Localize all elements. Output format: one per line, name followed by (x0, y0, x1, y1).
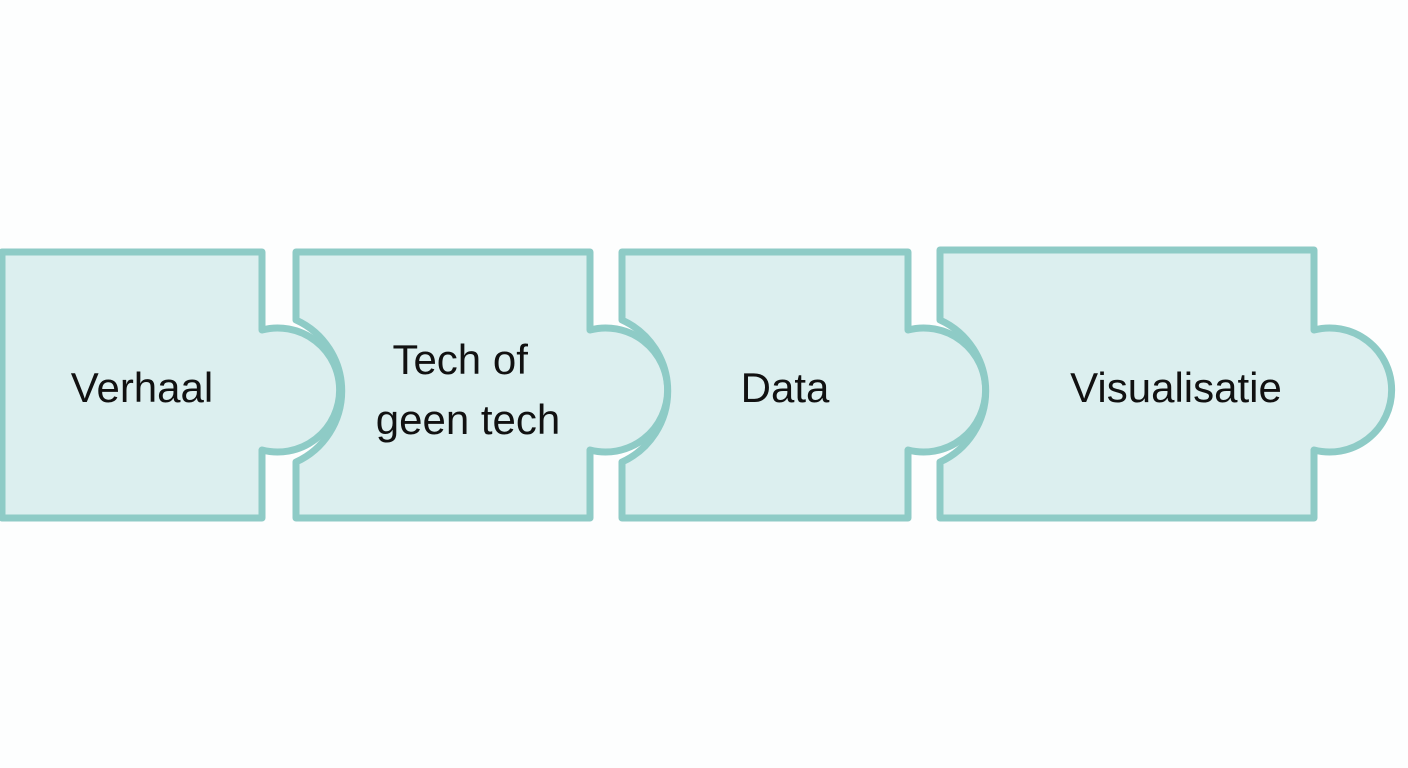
piece-label-line: geen tech (376, 396, 561, 443)
piece-label-line: Visualisatie (1070, 364, 1282, 411)
piece-label-data: Data (741, 364, 830, 411)
puzzle-piece-verhaal: Verhaal (0, 248, 344, 522)
piece-label-visualisatie: Visualisatie (1070, 364, 1282, 411)
piece-label-line: Data (741, 364, 830, 411)
piece-label-line: Verhaal (71, 364, 213, 411)
piece-label-line: Tech of (392, 336, 528, 383)
piece-label-verhaal: Verhaal (71, 364, 213, 411)
puzzle-piece-shape (936, 246, 1396, 522)
puzzle-piece-tech-of-geen-tech: Tech of geen tech (292, 248, 672, 522)
puzzle-piece-visualisatie: Visualisatie (936, 246, 1396, 522)
puzzle-piece-data: Data (618, 248, 990, 522)
puzzle-piece-shape (292, 248, 672, 522)
piece-label-tech-of-geen-tech: Tech of geen tech (376, 336, 561, 443)
puzzle-piece-shape (618, 248, 990, 522)
